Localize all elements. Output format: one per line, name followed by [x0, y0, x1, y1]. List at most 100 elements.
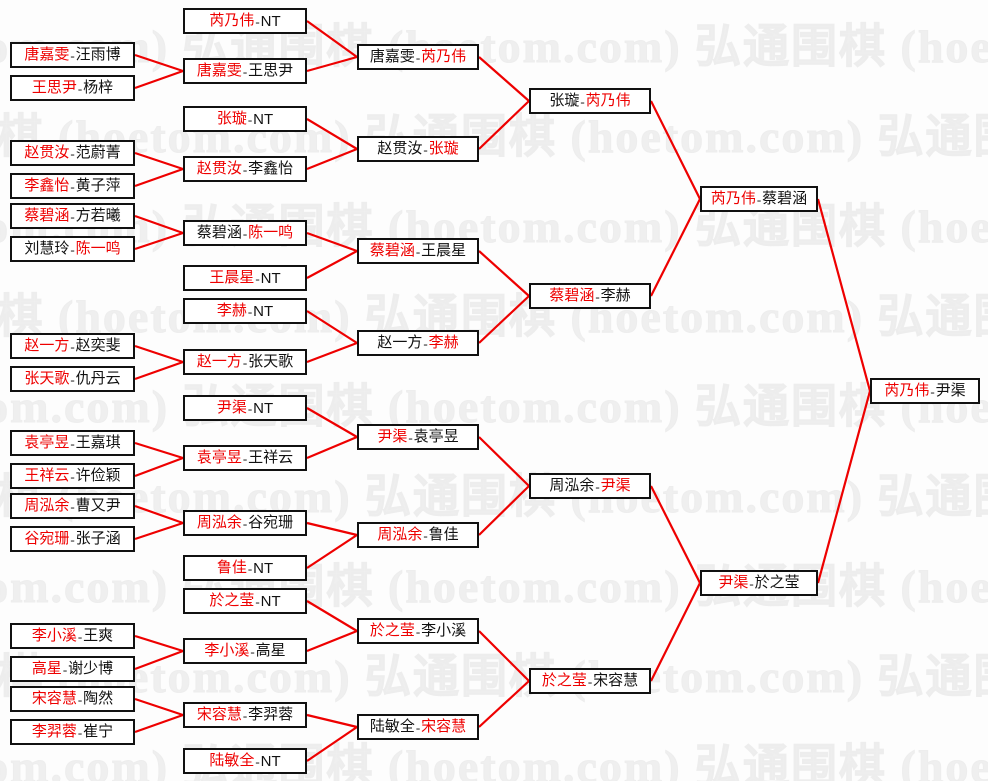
player-right: 曹又尹 — [75, 497, 121, 514]
player-right: 王嘉琪 — [75, 434, 121, 451]
match-box-round-1-13[interactable]: 李小溪-王爽 — [10, 623, 135, 649]
name-separator: - — [423, 335, 428, 351]
bracket-connector-line — [306, 341, 358, 364]
match-box-round-2-13[interactable]: 於之莹-NT — [183, 588, 307, 614]
match-box-round-1-12[interactable]: 谷宛珊-张子涵 — [10, 526, 135, 552]
match-box-round-1-15[interactable]: 宋容慧-陶然 — [10, 686, 135, 712]
match-box-round-3-6[interactable]: 周泓余-鲁佳 — [357, 522, 479, 548]
match-box-round-2-7[interactable]: 李赫-NT — [183, 298, 307, 324]
watermark-text: 弘通围棋 (hoetom.com) 弘通围棋 (hoetom.com) 弘通围棋… — [0, 561, 988, 613]
match-box-round-1-1[interactable]: 唐嘉雯-汪雨博 — [10, 42, 135, 68]
player-right: 汪雨博 — [75, 46, 121, 63]
match-box-round-2-1[interactable]: 芮乃伟-NT — [183, 8, 307, 34]
player-right-bye: NT — [260, 592, 281, 610]
match-box-round-1-6[interactable]: 刘慧玲-陈一鸣 — [10, 236, 135, 262]
bracket-connector-line — [306, 534, 358, 569]
player-left: 赵贯汝 — [24, 144, 70, 161]
bracket-connector-line — [478, 56, 530, 102]
match-box-round-2-4[interactable]: 赵贯汝-李鑫怡 — [183, 156, 307, 182]
bracket-connector-line — [306, 231, 358, 253]
player-right: 鲁佳 — [428, 526, 459, 543]
player-right: 谷宛珊 — [248, 514, 294, 531]
match-box-round-3-1[interactable]: 唐嘉雯-芮乃伟 — [357, 44, 479, 70]
match-box-round-1-11[interactable]: 周泓余-曹又尹 — [10, 493, 135, 519]
match-box-round-2-11[interactable]: 周泓余-谷宛珊 — [183, 510, 307, 536]
bracket-connector-line — [134, 521, 184, 541]
bracket-connector-line — [134, 634, 184, 653]
player-right: 於之莹 — [754, 574, 800, 591]
player-right: 高星 — [255, 642, 286, 659]
player-right: 杨梓 — [83, 79, 114, 96]
match-box-round-4-1[interactable]: 张璇-芮乃伟 — [529, 88, 651, 114]
match-box-round-4-3[interactable]: 周泓余-尹渠 — [529, 473, 651, 499]
player-left: 陆敏全 — [209, 752, 255, 769]
match-box-round-1-3[interactable]: 赵贯汝-范蔚菁 — [10, 140, 135, 166]
name-separator: - — [70, 435, 75, 451]
match-box-round-4-4[interactable]: 於之莹-宋容慧 — [529, 668, 651, 694]
match-box-round-1-10[interactable]: 王祥云-许俭颖 — [10, 463, 135, 489]
match-box-round-1-5[interactable]: 蔡碧涵-方若曦 — [10, 203, 135, 229]
match-box-round-3-2[interactable]: 赵贯汝-张璇 — [357, 136, 479, 162]
player-left: 蔡碧涵 — [369, 242, 415, 259]
match-box-round-2-10[interactable]: 袁亭昱-王祥云 — [183, 445, 307, 471]
match-box-round-3-5[interactable]: 尹渠-袁亭昱 — [357, 424, 479, 450]
bracket-connector-line — [134, 504, 184, 525]
player-right: 张璇 — [428, 140, 459, 157]
player-right: 陈一鸣 — [75, 240, 121, 257]
player-right: 蔡碧涵 — [762, 190, 808, 207]
bracket-connector-line — [134, 441, 184, 460]
match-box-round-1-8[interactable]: 张天歌-仇丹云 — [10, 366, 135, 392]
player-right-bye: NT — [253, 302, 274, 320]
match-box-round-3-8[interactable]: 陆敏全-宋容慧 — [357, 714, 479, 740]
player-left: 芮乃伟 — [209, 12, 255, 29]
bracket-connector-line — [134, 344, 184, 364]
bracket-connector-line — [306, 713, 358, 729]
match-box-round-2-6[interactable]: 王晨星-NT — [183, 265, 307, 291]
match-box-round-4-2[interactable]: 蔡碧涵-李赫 — [529, 283, 651, 309]
match-box-round-5-2[interactable]: 尹渠-於之莹 — [700, 570, 818, 596]
match-box-round-2-12[interactable]: 鲁佳-NT — [183, 555, 307, 581]
name-separator: - — [749, 575, 754, 591]
name-separator: - — [423, 527, 428, 543]
player-left: 刘慧玲 — [24, 240, 70, 257]
match-box-round-1-16[interactable]: 李羿蓉-崔宁 — [10, 719, 135, 745]
match-box-round-3-4[interactable]: 赵一方-李赫 — [357, 330, 479, 356]
player-right: 尹渠 — [935, 382, 966, 399]
match-box-round-2-8[interactable]: 赵一方-张天歌 — [183, 349, 307, 375]
bracket-connector-line — [306, 55, 358, 73]
player-left: 袁亭昱 — [24, 434, 70, 451]
match-box-round-2-5[interactable]: 蔡碧涵-陈一鸣 — [183, 220, 307, 246]
player-left: 张天歌 — [24, 370, 70, 387]
player-right-bye: NT — [253, 110, 274, 128]
player-left: 鲁佳 — [216, 559, 247, 576]
bracket-connector-line — [306, 629, 358, 653]
match-box-round-1-2[interactable]: 王思尹-杨梓 — [10, 75, 135, 101]
name-separator: - — [255, 593, 260, 609]
name-separator: - — [247, 400, 253, 416]
match-box-round-2-3[interactable]: 张璇-NT — [183, 106, 307, 132]
match-box-round-5-1[interactable]: 芮乃伟-蔡碧涵 — [700, 186, 818, 212]
match-box-round-1-14[interactable]: 高星-谢少博 — [10, 656, 135, 682]
name-separator: - — [70, 145, 75, 161]
match-box-round-2-16[interactable]: 陆敏全-NT — [183, 748, 307, 774]
bracket-connector-line — [134, 697, 184, 717]
match-box-round-1-4[interactable]: 李鑫怡-黄子萍 — [10, 173, 135, 199]
match-box-final-1[interactable]: 芮乃伟-尹渠 — [870, 378, 980, 404]
bracket-connector-line — [134, 167, 184, 188]
bracket-connector-line — [650, 582, 701, 682]
watermark-text: 弘通围棋 (hoetom.com) 弘通围棋 (hoetom.com) 弘通围棋… — [0, 201, 988, 253]
match-box-round-3-7[interactable]: 於之莹-李小溪 — [357, 618, 479, 644]
bracket-connector-line — [134, 649, 184, 671]
match-box-round-2-2[interactable]: 唐嘉雯-王思尹 — [183, 58, 307, 84]
bracket-connector-line — [306, 147, 358, 171]
match-box-round-3-3[interactable]: 蔡碧涵-王晨星 — [357, 238, 479, 264]
match-box-round-2-15[interactable]: 宋容慧-李羿蓉 — [183, 702, 307, 728]
match-box-round-2-14[interactable]: 李小溪-高星 — [183, 638, 307, 664]
bracket-connector-line — [478, 100, 530, 150]
player-left: 王祥云 — [24, 467, 70, 484]
match-box-round-1-9[interactable]: 袁亭昱-王嘉琪 — [10, 430, 135, 456]
match-box-round-1-7[interactable]: 赵一方-赵奕斐 — [10, 333, 135, 359]
name-separator: - — [408, 429, 413, 445]
match-box-round-2-9[interactable]: 尹渠-NT — [183, 395, 307, 421]
